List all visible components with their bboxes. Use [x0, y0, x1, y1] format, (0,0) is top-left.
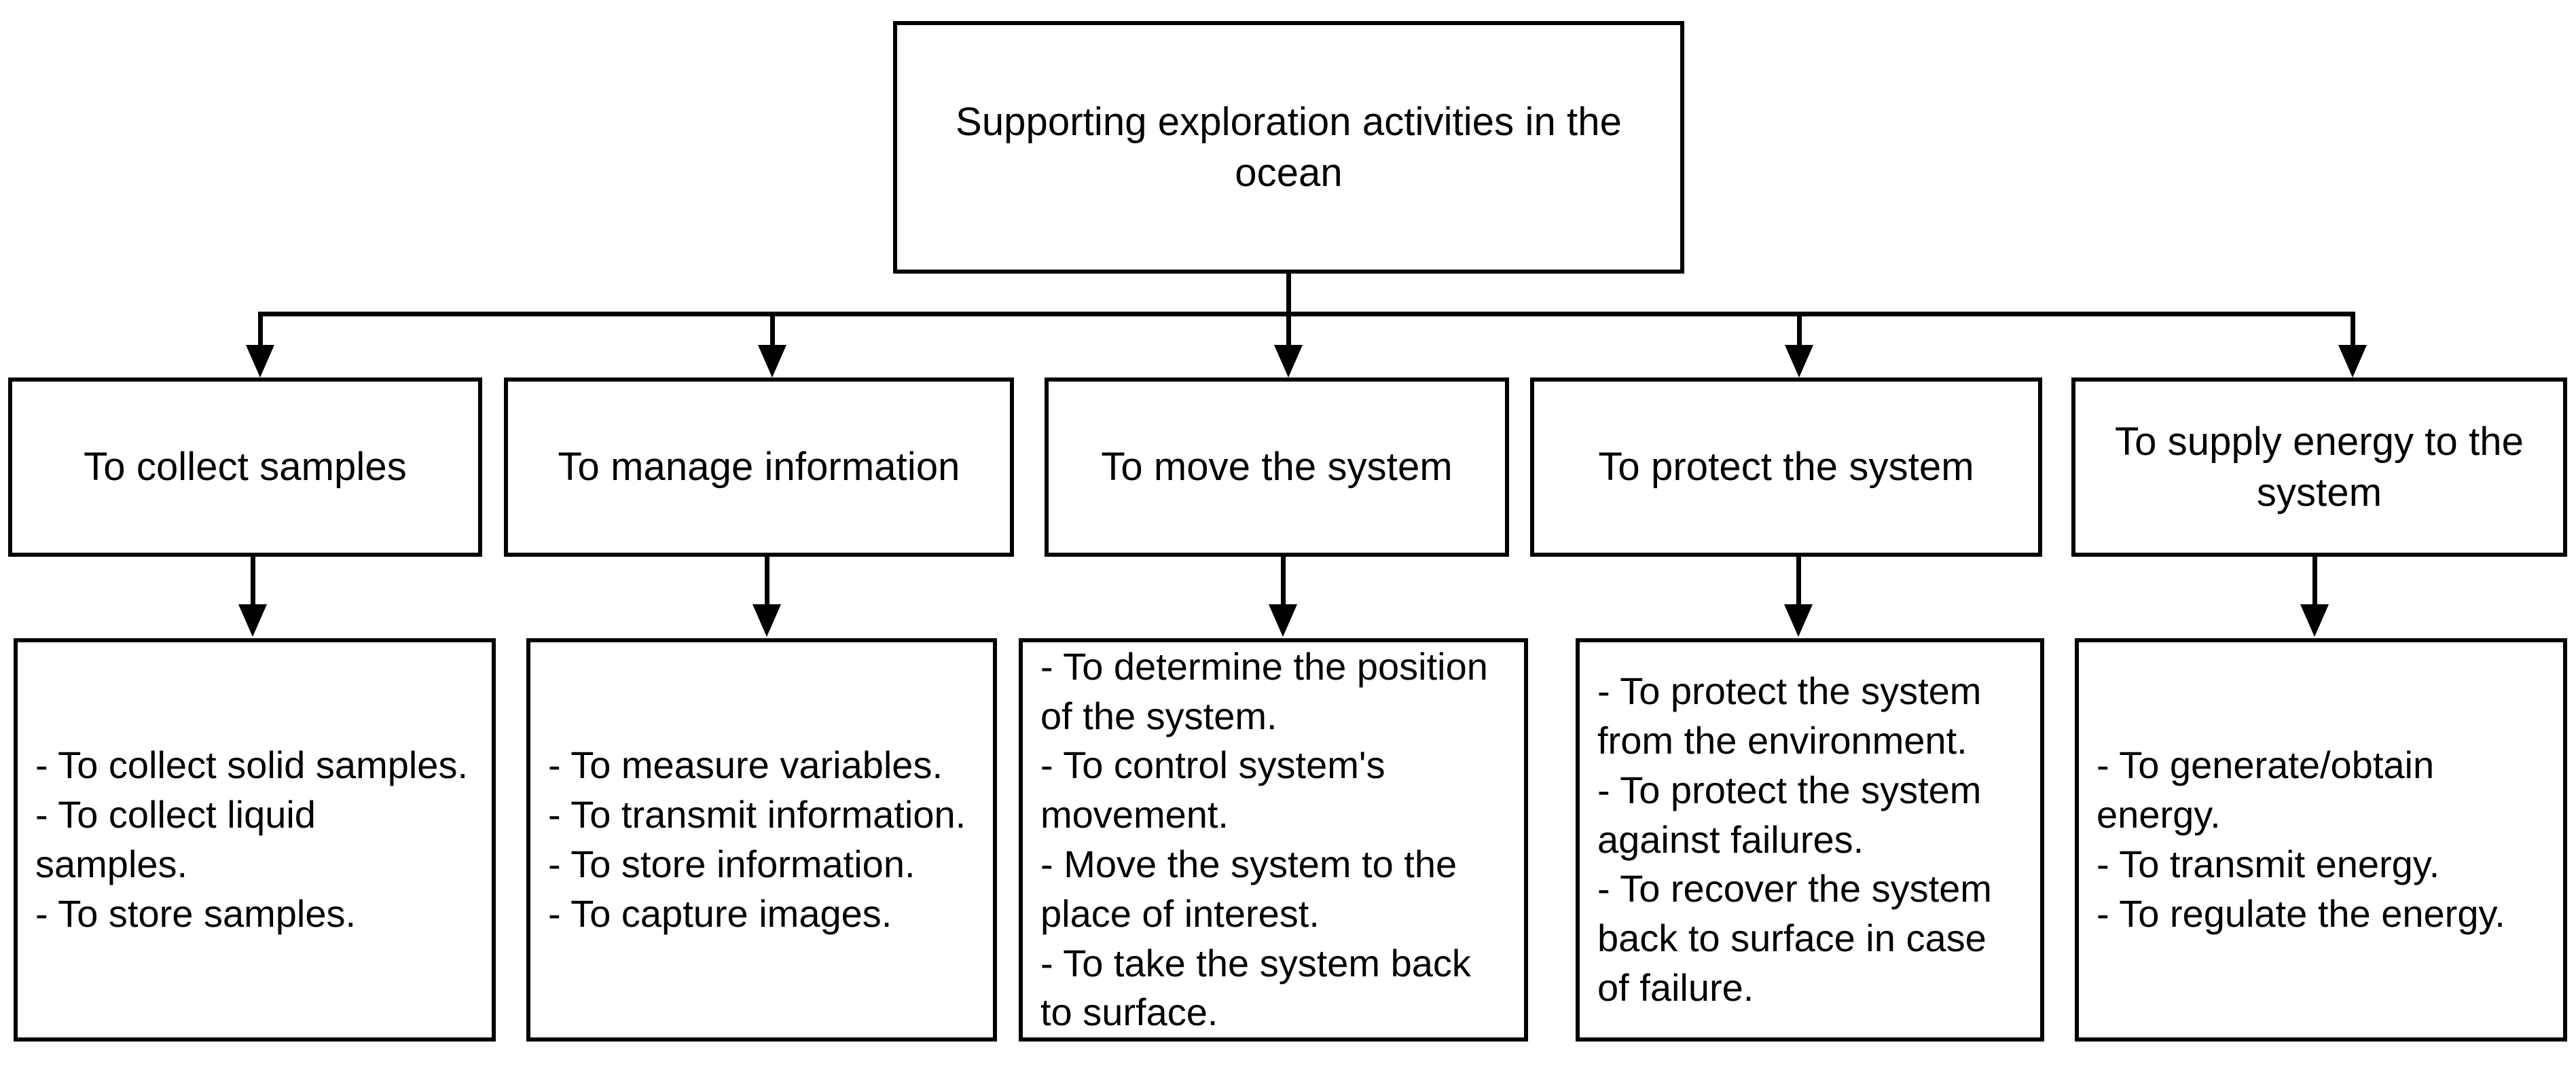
connector-drop-to-collect-samples	[258, 312, 263, 350]
list-item: - To transmit information.	[548, 793, 966, 836]
arrowhead-move-system-details	[1269, 604, 1297, 637]
node-protect-system[interactable]: To protect the system	[1530, 378, 2042, 557]
connector-drop-to-manage-information	[770, 312, 775, 350]
list-item: - To measure variables.	[548, 743, 943, 787]
collect-samples-bullet-list: - To collect solid samples. - To collect…	[18, 741, 492, 938]
list-item: - Move the system to the place of intere…	[1040, 843, 1457, 935]
node-supply-energy[interactable]: To supply energy to the system	[2071, 378, 2567, 557]
node-protect-system-details[interactable]: - To protect the system from the environ…	[1576, 638, 2044, 1042]
list-item: - To protect the system against failures…	[1597, 768, 1982, 861]
list-item: - To store samples.	[35, 891, 357, 935]
connector-root-stem	[1286, 274, 1291, 316]
manage-information-bullet-list: - To measure variables. - To transmit in…	[530, 741, 993, 938]
arrowhead-to-supply-energy	[2338, 345, 2367, 378]
node-move-system-details[interactable]: - To determine the position of the syste…	[1019, 638, 1528, 1042]
connector-bus-horizontal	[258, 312, 2355, 316]
node-manage-information-label: To manage information	[558, 445, 960, 490]
list-item: - To control system's movement.	[1040, 743, 1385, 836]
move-system-bullet-list: - To determine the position of the syste…	[1023, 642, 1524, 1037]
node-supply-energy-label: To supply energy to the system	[2114, 419, 2524, 515]
arrowhead-collect-samples-details	[238, 604, 267, 637]
node-collect-samples-label: To collect samples	[84, 445, 407, 490]
connector-supply-energy-to-details	[2312, 557, 2317, 606]
list-item: - To protect the system from the environ…	[1597, 669, 1982, 762]
connector-drop-to-supply-energy	[2351, 312, 2355, 350]
arrowhead-to-protect-system	[1785, 345, 1813, 378]
list-item: - To transmit energy.	[2097, 843, 2440, 885]
node-manage-information-details[interactable]: - To measure variables. - To transmit in…	[526, 638, 997, 1042]
list-item: - To recover the system back to surface …	[1597, 867, 1992, 1009]
arrowhead-supply-energy-details	[2300, 604, 2329, 637]
root-node-label: Supporting exploration activities in the…	[956, 99, 1622, 195]
list-item: - To determine the position of the syste…	[1040, 644, 1488, 737]
arrowhead-to-move-system	[1274, 345, 1303, 378]
connector-manage-information-to-details	[765, 557, 769, 606]
node-protect-system-label: To protect the system	[1598, 445, 1974, 490]
node-move-system-label: To move the system	[1101, 445, 1453, 490]
node-supply-energy-details[interactable]: - To generate/obtain energy. - To transm…	[2075, 638, 2567, 1042]
node-move-system[interactable]: To move the system	[1045, 378, 1509, 557]
arrowhead-to-manage-information	[758, 345, 786, 378]
node-manage-information[interactable]: To manage information	[504, 378, 1014, 557]
arrowhead-manage-information-details	[752, 604, 781, 637]
arrowhead-protect-system-details	[1784, 604, 1813, 637]
supply-energy-bullet-list: - To generate/obtain energy. - To transm…	[2079, 741, 2563, 938]
list-item: - To take the system back to surface.	[1040, 941, 1471, 1034]
list-item: - To capture images.	[548, 891, 892, 935]
protect-system-bullet-list: - To protect the system from the environ…	[1580, 667, 2040, 1013]
root-node-supporting-exploration[interactable]: Supporting exploration activities in the…	[893, 21, 1684, 274]
node-collect-samples-details[interactable]: - To collect solid samples. - To collect…	[14, 638, 496, 1042]
connector-drop-to-move-system	[1286, 312, 1291, 350]
connector-move-system-to-details	[1281, 557, 1286, 606]
list-item: - To generate/obtain energy.	[2097, 743, 2435, 836]
list-item: - To regulate the energy.	[2097, 891, 2505, 935]
arrowhead-to-collect-samples	[246, 345, 274, 378]
connector-collect-samples-to-details	[251, 557, 255, 606]
list-item: - To store information.	[548, 843, 915, 885]
list-item: - To collect solid samples.	[35, 743, 468, 787]
list-item: - To collect liquid samples.	[35, 793, 316, 885]
connector-protect-system-to-details	[1796, 557, 1801, 606]
node-collect-samples[interactable]: To collect samples	[8, 378, 482, 557]
connector-drop-to-protect-system	[1797, 312, 1802, 350]
